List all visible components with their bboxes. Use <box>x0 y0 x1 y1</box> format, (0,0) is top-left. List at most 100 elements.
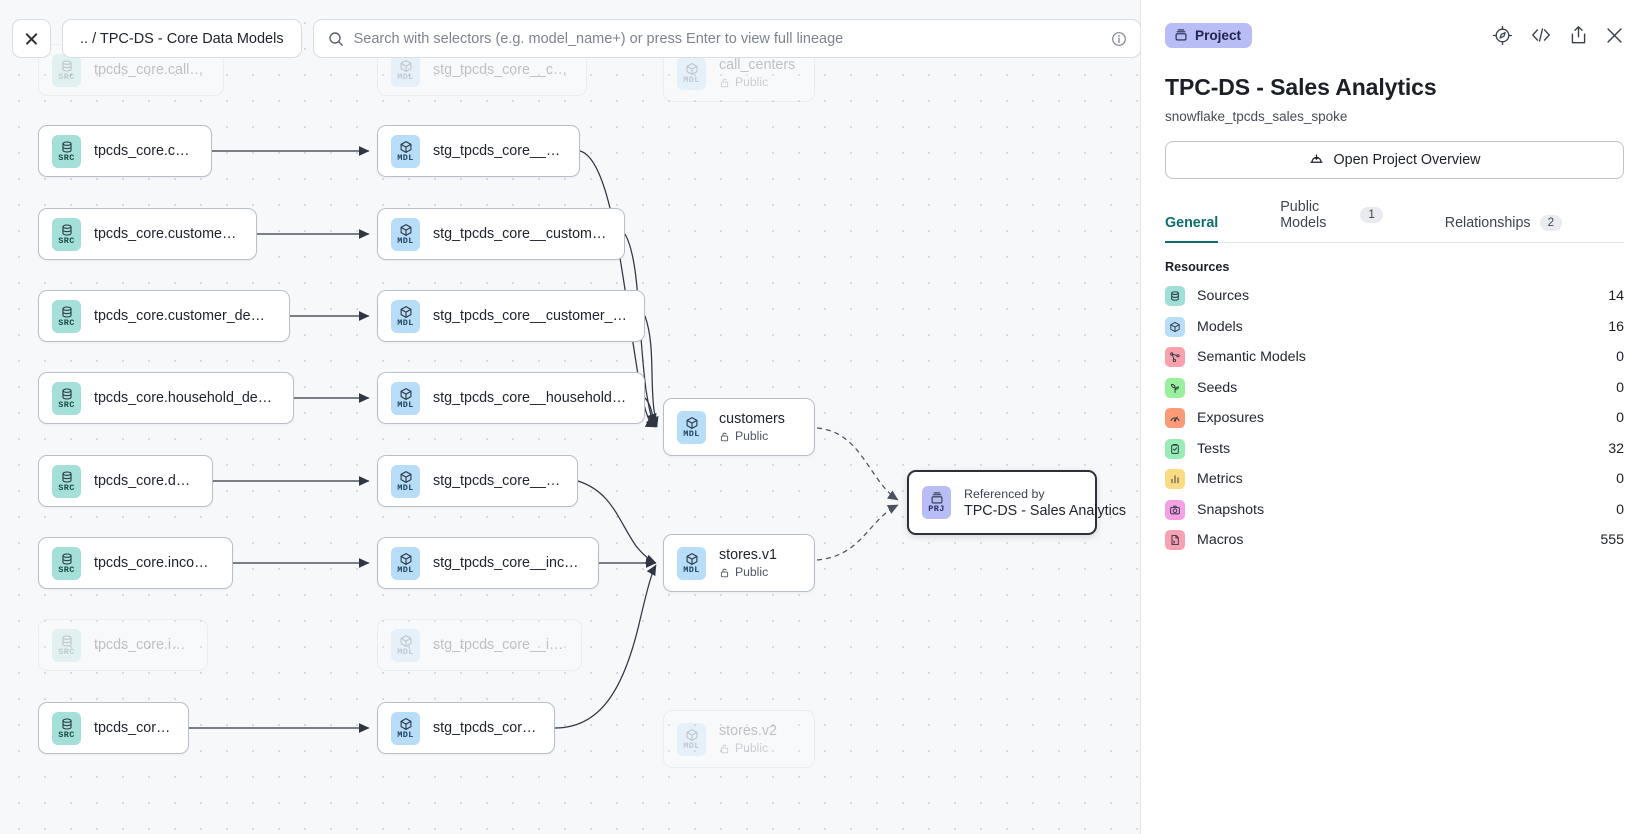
lineage-node-src-date-dim[interactable]: SRC tpcds_core.date_dim <box>38 455 213 507</box>
breadcrumb[interactable]: .. / TPC-DS - Core Data Models <box>62 19 302 58</box>
close-lineage-button[interactable] <box>12 19 51 58</box>
node-label: tpcds_core.customer <box>94 143 195 159</box>
node-label: customers <box>719 411 785 427</box>
mdl-badge: MDL <box>391 464 420 498</box>
node-label: stg_tpcds_core__income_band <box>433 555 582 571</box>
unlock-icon <box>720 432 729 441</box>
camera-icon <box>1165 499 1185 520</box>
lineage-node-pub-stores-v1[interactable]: MDL stores.v1 Public <box>663 534 815 592</box>
badge-label: MDL <box>397 152 414 163</box>
resource-count: 555 <box>1600 532 1624 549</box>
resource-row-seeds[interactable]: Seeds 0 <box>1165 373 1624 404</box>
open-project-overview-label: Open Project Overview <box>1333 152 1481 168</box>
lineage-node-mdl-customer[interactable]: MDL stg_tpcds_core__customer <box>377 125 580 177</box>
badge-label: MDL <box>397 482 414 493</box>
node-label: stg_tpcds_core__customer <box>433 143 563 159</box>
lineage-canvas[interactable]: .. / TPC-DS - Core Data Models Search wi… <box>0 0 1140 834</box>
node-text: tpcds_core.income_band <box>94 555 216 571</box>
lineage-node-src-customer-demo[interactable]: SRC tpcds_core.customer_demographics <box>38 290 290 342</box>
node-text: stg_tpcds_core__customer_demogra… <box>433 308 628 324</box>
node-text: stg_tpcds_core__customer_address <box>433 226 608 242</box>
lineage-node-mdl-date-dim[interactable]: MDL stg_tpcds_core__date_dim <box>377 455 578 507</box>
panel-actions <box>1492 25 1624 46</box>
code-brackets-icon[interactable] <box>1530 26 1552 44</box>
node-text: stores.v1 Public <box>719 547 777 579</box>
lineage-node-mdl-store[interactable]: MDL stg_tpcds_core__store <box>377 702 555 754</box>
cube-icon <box>399 717 413 731</box>
canvas-toolbar: .. / TPC-DS - Core Data Models Search wi… <box>12 19 1140 58</box>
resource-row-exposures[interactable]: Exposures 0 <box>1165 403 1624 434</box>
resource-row-sources[interactable]: Sources 14 <box>1165 281 1624 312</box>
page-title: TPC-DS - Sales Analytics <box>1165 74 1437 100</box>
lineage-node-mdl-income-band[interactable]: MDL stg_tpcds_core__income_band <box>377 537 599 589</box>
lineage-node-src-income-band[interactable]: SRC tpcds_core.income_band <box>38 537 233 589</box>
lineage-node-mdl-inventory[interactable]: MDL stg_tpcds_core__inventory <box>377 619 582 671</box>
resource-count: 0 <box>1616 410 1624 427</box>
lineage-node-pub-stores-v2[interactable]: MDL stores.v2 Public <box>663 710 815 768</box>
database-icon <box>60 140 74 154</box>
node-text: stg_tpcds_core__date_dim <box>433 473 561 489</box>
resource-name: Seeds <box>1197 379 1238 396</box>
tab-count: 1 <box>1360 207 1383 223</box>
lineage-node-mdl-customer-addr[interactable]: MDL stg_tpcds_core__customer_address <box>377 208 625 260</box>
tab-general[interactable]: General <box>1165 215 1219 243</box>
node-text: tpcds_core.date_dim <box>94 473 196 489</box>
badge-label: MDL <box>683 428 700 439</box>
cube-icon <box>685 728 699 742</box>
cube-icon <box>399 140 413 154</box>
badge-label: MDL <box>397 71 414 82</box>
lineage-node-prj-referenced-by[interactable]: PRJ Referenced by TPC-DS - Sales Analyti… <box>907 470 1126 535</box>
node-text: stg_tpcds_core__call_center <box>433 62 570 78</box>
resource-row-semantic-models[interactable]: Semantic Models 0 <box>1165 342 1624 373</box>
focus-target-icon[interactable] <box>1492 25 1513 46</box>
badge-label: SRC <box>58 152 75 163</box>
badge-label: MDL <box>397 317 414 328</box>
node-text: stg_tpcds_core__store <box>433 720 538 736</box>
lineage-node-mdl-customer-demo[interactable]: MDL stg_tpcds_core__customer_demogra… <box>377 290 645 342</box>
node-text: stg_tpcds_core__household_demogr… <box>433 390 628 406</box>
node-text: stg_tpcds_core__inventory <box>433 637 565 653</box>
resource-row-tests[interactable]: Tests 32 <box>1165 434 1624 465</box>
resource-row-models[interactable]: Models 16 <box>1165 312 1624 343</box>
mdl-badge: MDL <box>391 299 420 333</box>
close-icon[interactable] <box>1605 26 1624 45</box>
node-text: call_centers Public <box>719 57 795 89</box>
unlock-icon <box>720 744 729 753</box>
lineage-node-pub-customers[interactable]: MDL customers Public <box>663 398 815 456</box>
resource-count: 0 <box>1616 501 1624 518</box>
resources-section-label: Resources <box>1165 260 1230 274</box>
node-visibility-label: Public <box>735 429 769 443</box>
lineage-node-src-customer[interactable]: SRC tpcds_core.customer <box>38 125 212 177</box>
node-label: stg_tpcds_core__date_dim <box>433 473 561 489</box>
cube-icon <box>399 552 413 566</box>
mdl-badge: MDL <box>677 722 706 756</box>
src-badge: SRC <box>52 464 81 498</box>
lineage-node-mdl-hh-demo[interactable]: MDL stg_tpcds_core__household_demogr… <box>377 372 645 424</box>
node-visibility: Public <box>719 565 777 579</box>
resource-type-chip[interactable]: Project <box>1165 22 1253 48</box>
cube-icon <box>399 59 413 73</box>
lineage-node-src-customer-addr[interactable]: SRC tpcds_core.customer_address <box>38 208 257 260</box>
resource-row-metrics[interactable]: Metrics 0 <box>1165 464 1624 495</box>
resource-row-macros[interactable]: Macros 555 <box>1165 525 1624 556</box>
node-label: stg_tpcds_core__call_center <box>433 62 570 78</box>
database-icon <box>60 634 74 648</box>
node-label: tpcds_core.call_center <box>94 62 207 78</box>
lineage-node-src-hh-demo[interactable]: SRC tpcds_core.household_demographics <box>38 372 294 424</box>
mdl-badge: MDL <box>391 53 420 87</box>
open-project-overview-button[interactable]: Open Project Overview <box>1165 141 1624 179</box>
share-icon[interactable] <box>1569 25 1588 45</box>
search-input[interactable]: Search with selectors (e.g. model_name+)… <box>312 19 1140 58</box>
resource-name: Macros <box>1197 532 1244 549</box>
info-circle-icon[interactable] <box>1111 31 1127 47</box>
node-visibility-label: Public <box>735 565 769 579</box>
badge-label: SRC <box>58 646 75 657</box>
resource-row-snapshots[interactable]: Snapshots 0 <box>1165 495 1624 526</box>
lineage-node-src-store[interactable]: SRC tpcds_core.store <box>38 702 189 754</box>
dbt-hat-icon <box>1309 153 1323 163</box>
lineage-node-src-inventory[interactable]: SRC tpcds_core.inventory <box>38 619 208 671</box>
node-text: customers Public <box>719 411 785 443</box>
database-icon <box>60 552 74 566</box>
